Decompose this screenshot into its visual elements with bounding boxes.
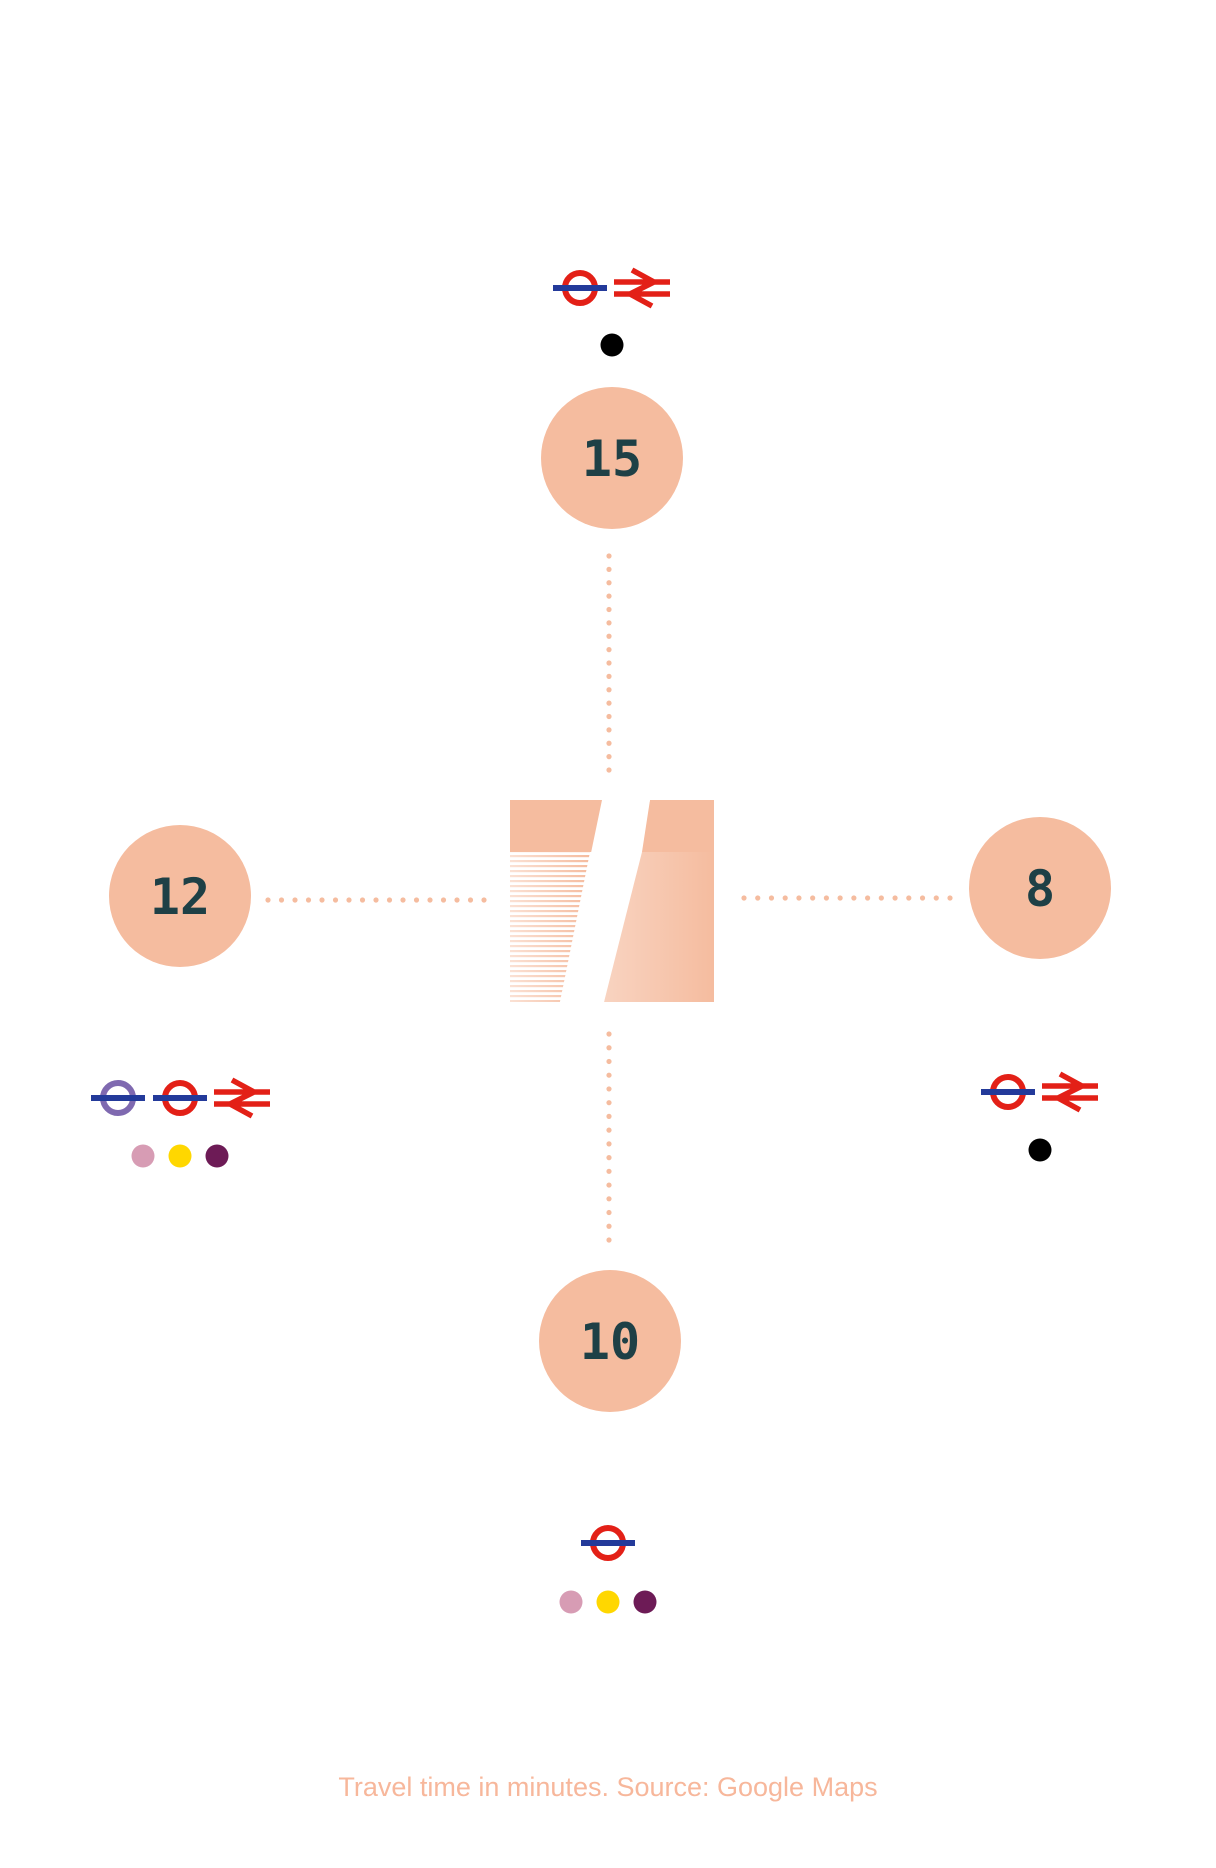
underground-roundel-icon — [153, 1080, 207, 1116]
line-dots — [559, 1590, 657, 1614]
direction-south: 10 — [539, 1270, 681, 1614]
travel-time-value: 12 — [150, 868, 210, 926]
line-dot — [633, 1590, 657, 1614]
underground-roundel-icon — [981, 1074, 1035, 1110]
transport-services — [553, 267, 670, 309]
dotted-connector — [606, 1031, 612, 1243]
dotted-connector — [606, 553, 612, 773]
national-rail-icon — [214, 1077, 270, 1119]
travel-time-value: 8 — [1025, 860, 1055, 918]
transport-services — [581, 1525, 635, 1561]
direction-north: 15 — [541, 267, 683, 529]
line-dots — [600, 333, 624, 357]
transport-services — [981, 1071, 1098, 1113]
transport-services — [91, 1077, 270, 1119]
line-dot — [1028, 1138, 1052, 1162]
dotted-connector — [741, 895, 953, 901]
line-dot — [131, 1144, 155, 1168]
direction-east: 8 — [969, 817, 1111, 1162]
dotted-connector — [265, 897, 487, 903]
line-dot — [559, 1590, 583, 1614]
travel-time-circle — [539, 1270, 681, 1412]
overground-roundel-icon — [91, 1080, 145, 1116]
line-dot — [596, 1590, 620, 1614]
line-dot — [600, 333, 624, 357]
line-dots — [131, 1144, 229, 1168]
direction-west: 12 — [91, 825, 270, 1168]
national-rail-icon — [614, 267, 670, 309]
office-building-logo-icon — [510, 800, 714, 1002]
travel-time-circle — [109, 825, 251, 967]
travel-time-value: 15 — [582, 430, 642, 488]
national-rail-icon — [1042, 1071, 1098, 1113]
underground-roundel-icon — [581, 1525, 635, 1561]
travel-time-circle — [969, 817, 1111, 959]
underground-roundel-icon — [553, 270, 607, 306]
connector-lines — [265, 553, 953, 1243]
line-dot — [168, 1144, 192, 1168]
caption: Travel time in minutes. Source: Google M… — [338, 1772, 878, 1802]
line-dots — [1028, 1138, 1052, 1162]
travel-time-value: 10 — [580, 1313, 640, 1371]
travel-time-circle — [541, 387, 683, 529]
line-dot — [205, 1144, 229, 1168]
